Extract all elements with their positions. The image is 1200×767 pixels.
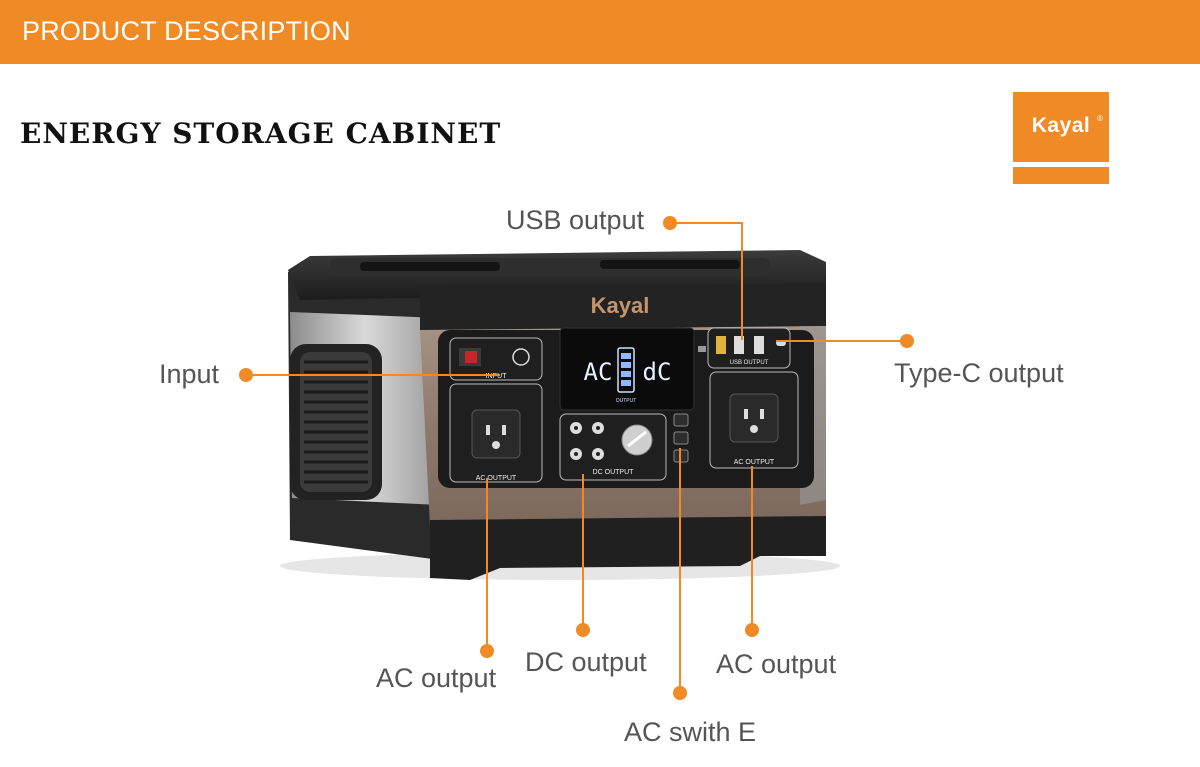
callout-usb-output: USB output <box>506 205 645 235</box>
callout-dot-icon <box>239 216 914 700</box>
svg-text:AC OUTPUT: AC OUTPUT <box>476 475 517 482</box>
device-logo: Kayal <box>591 293 650 318</box>
brand-logo-text: Kayal <box>1031 114 1091 137</box>
callout-ac-output-left: AC output <box>376 663 497 693</box>
svg-text:DC OUTPUT: DC OUTPUT <box>593 469 635 476</box>
callout-ac-output-right: AC output <box>716 649 837 679</box>
page-title: ENERGY STORAGE CABINET <box>20 117 502 150</box>
side-vent <box>290 344 382 500</box>
svg-text:AC: AC <box>584 358 613 386</box>
callout-input: Input <box>159 359 220 389</box>
svg-text:dC: dC <box>643 358 672 386</box>
callout-dc-output: DC output <box>525 647 647 677</box>
svg-text:INPUT: INPUT <box>486 373 508 380</box>
input-panel[interactable]: INPUT <box>449 337 543 381</box>
dc-output-panel[interactable]: DC OUTPUT <box>559 413 667 481</box>
brand-logo: Kayal ® <box>1013 92 1109 184</box>
usb-output-panel[interactable]: USB OUTPUT <box>707 327 791 369</box>
led-display-icon: AC dC OUTPUT <box>559 327 695 411</box>
callout-ac-switch: AC swith E <box>624 717 757 747</box>
header-title: PRODUCT DESCRIPTION <box>22 16 351 46</box>
ac-output-left-panel[interactable]: AC OUTPUT <box>449 383 543 483</box>
ac-output-right-panel[interactable]: AC OUTPUT <box>709 371 799 469</box>
svg-text:AC OUTPUT: AC OUTPUT <box>734 459 775 466</box>
header-banner: PRODUCT DESCRIPTION <box>0 0 1200 64</box>
callout-type-c-output: Type-C output <box>894 358 1064 388</box>
svg-text:USB OUTPUT: USB OUTPUT <box>730 360 769 366</box>
svg-text:OUTPUT: OUTPUT <box>616 398 637 404</box>
